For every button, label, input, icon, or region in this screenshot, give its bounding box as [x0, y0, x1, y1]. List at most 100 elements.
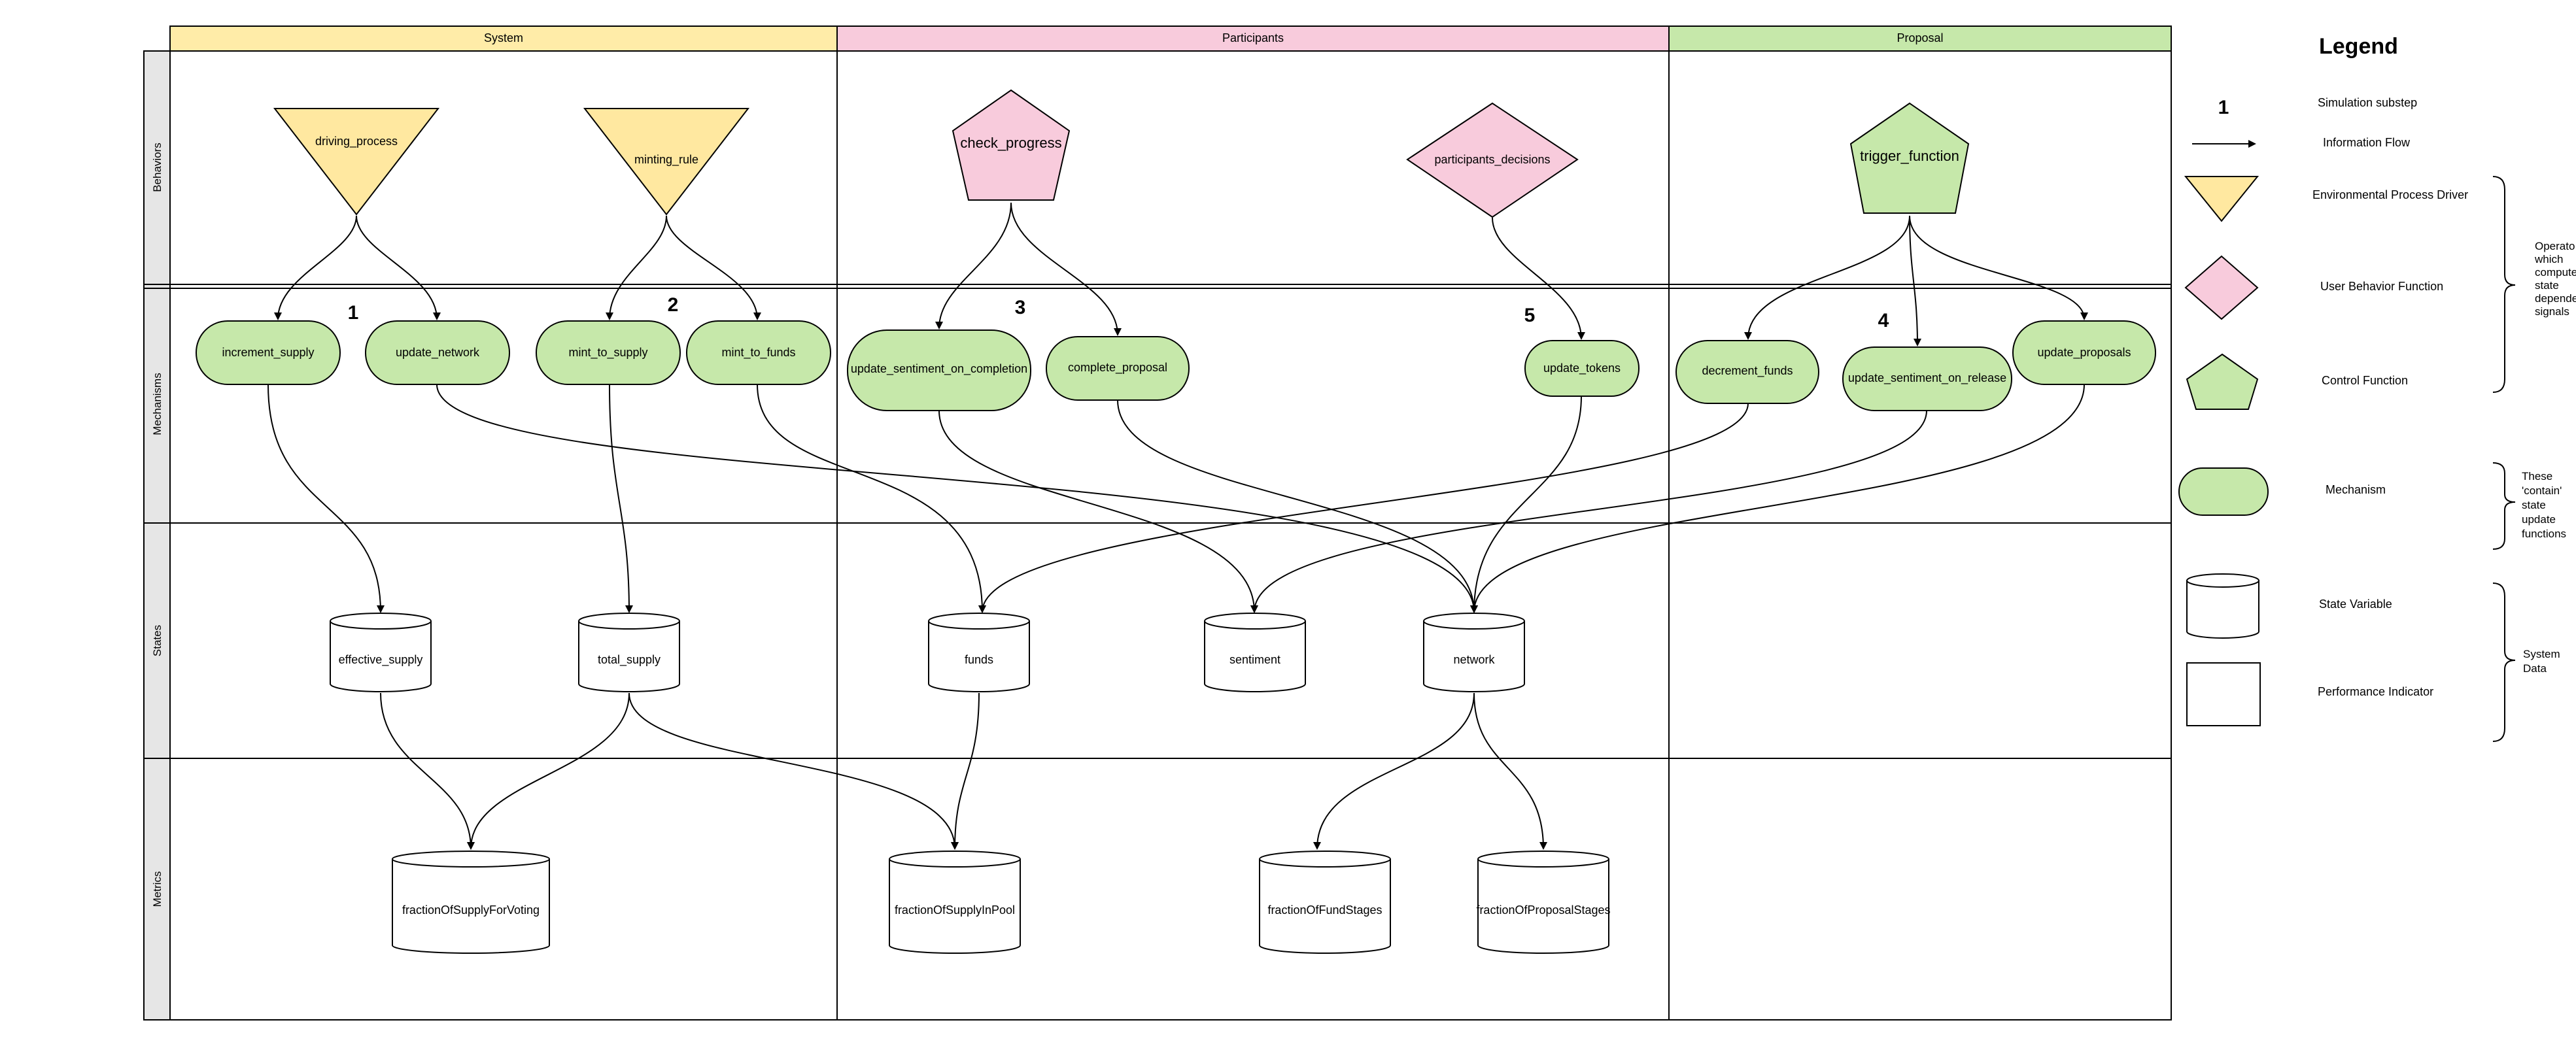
metric-cylinder-top — [1477, 851, 1609, 868]
flow-arrow — [666, 215, 761, 320]
state-cylinder-top — [578, 613, 680, 630]
mechanism-shape — [686, 320, 831, 385]
column-header-system — [169, 25, 838, 52]
mechanism-label: update_sentiment_on_release — [1848, 371, 2006, 385]
legend-env-driver-label: Environmental Process Driver — [2312, 188, 2468, 201]
flow-arrow — [951, 692, 980, 850]
control-function-shape — [952, 89, 1071, 201]
flow-arrow — [1909, 215, 2088, 320]
state-cylinder-top — [1204, 613, 1306, 630]
mechanism-decrement_funds[interactable]: decrement_funds — [1675, 340, 1819, 404]
mechanism-label: mint_to_funds — [721, 346, 795, 360]
legend-state-cylinder — [2186, 581, 2259, 639]
mechanism-shape — [365, 320, 510, 385]
metric-cylinder-top — [889, 851, 1021, 868]
legend-state-cylinder-top — [2186, 573, 2259, 588]
mechanism-label: update_sentiment_on_completion — [851, 362, 1027, 376]
flow-arrow — [380, 692, 475, 850]
behavior-driving_process[interactable]: driving_process — [273, 108, 440, 216]
mechanism-update_sentiment_on_completion[interactable]: update_sentiment_on_completion — [847, 329, 1031, 411]
mechanism-label: decrement_funds — [1702, 364, 1793, 378]
metric-label: fractionOfSupplyInPool — [895, 903, 1015, 917]
swimlane-grid: System Participants Proposal Behaviors M… — [143, 25, 2172, 1021]
metric-fractionOfProposalStages[interactable]: fractionOfProposalStages — [1476, 851, 1611, 954]
mechanism-shape — [536, 320, 681, 385]
flow-arrow — [606, 215, 667, 320]
legend-system-data-note: System — [2523, 648, 2560, 660]
metric-cylinder — [1259, 859, 1391, 954]
legend-operators-note: depende — [2535, 292, 2576, 305]
state-effective_supply[interactable]: effective_supply — [330, 613, 432, 692]
state-cylinder — [928, 621, 1030, 692]
legend-mechanisms-note: These — [2522, 470, 2552, 482]
mechanism-label: mint_to_supply — [568, 346, 647, 360]
mechanism-complete_proposal[interactable]: complete_proposal — [1046, 336, 1190, 401]
mechanism-update_network[interactable]: update_network — [365, 320, 510, 385]
mechanism-update_tokens[interactable]: update_tokens — [1524, 340, 1640, 397]
flow-arrow — [1470, 384, 2085, 613]
metric-cylinder — [1477, 859, 1609, 954]
row-label-mechanisms: Mechanisms — [151, 373, 163, 435]
legend-mechanisms-note: state — [2522, 499, 2546, 511]
metric-fractionOfFundStages[interactable]: fractionOfFundStages — [1259, 851, 1391, 954]
legend-mechanism-shape — [2178, 467, 2269, 516]
flow-arrow — [267, 384, 385, 613]
state-network[interactable]: network — [1423, 613, 1525, 692]
behavior-label: trigger_function — [1860, 148, 1959, 164]
mechanism-label: complete_proposal — [1068, 361, 1167, 375]
state-funds[interactable]: funds — [928, 613, 1030, 692]
state-label: sentiment — [1229, 653, 1280, 666]
legend-operators-brace — [2492, 176, 2516, 393]
state-label: funds — [965, 653, 993, 666]
legend-performance-indicator-shape — [2186, 662, 2261, 726]
mechanism-mint_to_supply[interactable]: mint_to_supply — [536, 320, 681, 385]
environmental-driver-shape — [273, 108, 440, 216]
legend-env-driver-shape — [2184, 176, 2259, 222]
flow-arrow — [1492, 217, 1585, 340]
flow-arrow — [978, 403, 1749, 613]
legend-system-data-brace — [2492, 582, 2516, 742]
flow-arrow — [274, 215, 357, 320]
user-behavior-shape — [1406, 102, 1579, 218]
mechanism-mint_to_funds[interactable]: mint_to_funds — [686, 320, 831, 385]
flow-arrow — [1744, 215, 1910, 340]
state-cylinder — [1204, 621, 1306, 692]
state-cylinder-top — [1423, 613, 1525, 630]
behavior-trigger_function[interactable]: trigger_function — [1849, 102, 1970, 214]
metric-fractionOfSupplyInPool[interactable]: fractionOfSupplyInPool — [889, 851, 1021, 954]
state-cylinder — [1423, 621, 1525, 692]
flow-arrow — [436, 384, 1478, 613]
mechanism-increment_supply[interactable]: increment_supply — [196, 320, 341, 385]
legend-user-behavior-label: User Behavior Function — [2320, 280, 2443, 293]
flow-arrow — [356, 215, 441, 320]
mechanism-label: update_network — [396, 346, 480, 360]
flow-arrow — [938, 410, 1258, 613]
legend-substep-label: Simulation substep — [2318, 96, 2417, 109]
column-label-participants: Participants — [1222, 31, 1284, 44]
legend-performance-indicator-label: Performance Indicator — [2318, 685, 2433, 698]
information-flow-edges — [267, 202, 2088, 850]
state-label: total_supply — [598, 653, 661, 667]
behavior-check_progress[interactable]: check_progress — [952, 89, 1071, 201]
metric-cylinder-top — [392, 851, 550, 868]
legend: Legend 1 Simulation substep Information … — [2178, 34, 2576, 742]
state-total_supply[interactable]: total_supply — [578, 613, 680, 692]
behavior-label: driving_process — [315, 135, 398, 148]
state-cylinder-top — [330, 613, 432, 630]
state-label: effective_supply — [339, 653, 423, 667]
state-cylinder — [330, 621, 432, 692]
legend-operators-note: state — [2535, 279, 2559, 292]
state-sentiment[interactable]: sentiment — [1204, 613, 1306, 692]
substep-number: 2 — [668, 294, 679, 316]
control-function-shape — [1849, 102, 1970, 214]
mechanism-update_sentiment_on_release[interactable]: update_sentiment_on_release — [1842, 346, 2012, 411]
metric-cylinder — [889, 859, 1021, 954]
mechanism-shape — [1524, 340, 1640, 397]
flow-arrow — [609, 384, 633, 613]
legend-mechanisms-note: update — [2522, 513, 2556, 526]
metric-fractionOfSupplyForVoting[interactable]: fractionOfSupplyForVoting — [392, 851, 550, 954]
behavior-participants_decisions[interactable]: participants_decisions — [1406, 102, 1579, 218]
mechanism-update_proposals[interactable]: update_proposals — [2012, 320, 2156, 385]
behavior-minting_rule[interactable]: minting_rule — [583, 108, 750, 216]
mechanism-shape — [1842, 346, 2012, 411]
